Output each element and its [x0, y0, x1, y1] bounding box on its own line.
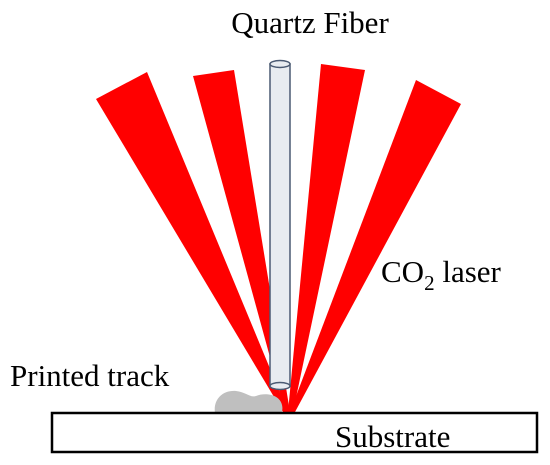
laser-beam-1 [96, 72, 288, 412]
laser-label: CO2 laser [381, 254, 502, 295]
laser-label-rest: laser [435, 254, 502, 289]
laser-label-main: CO [381, 254, 424, 289]
laser-beam-3 [288, 64, 365, 412]
printed-track [214, 390, 283, 413]
laser-beam-2 [193, 70, 290, 412]
laser-beams [96, 64, 461, 412]
substrate [50, 411, 539, 454]
quartz-fiber [269, 59, 291, 391]
fiber-bottom-cap [269, 381, 291, 391]
fiber-body [269, 63, 291, 387]
substrate-label: Substrate [335, 419, 450, 454]
laser-beam-4 [290, 80, 461, 412]
fiber-label: Quartz Fiber [231, 5, 389, 40]
printed-track-label: Printed track [10, 358, 170, 393]
laser-label-subscript: 2 [424, 271, 435, 295]
fiber-top-cap [269, 59, 291, 69]
